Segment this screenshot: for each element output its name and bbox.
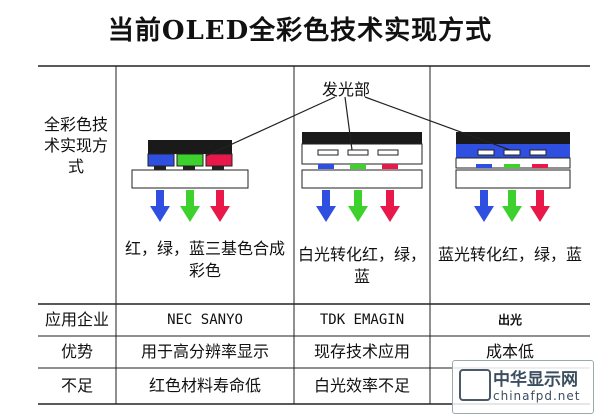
method-2-drawback: 白光效率不足	[313, 376, 410, 396]
arrow-blue-ccm-blue	[474, 190, 494, 222]
watermark-brand: 中华显示网	[493, 370, 578, 390]
method-3-advantage: 成本低	[485, 342, 534, 362]
watermark-url: chinafpd.net	[493, 389, 581, 403]
arrow-white-cf-red	[380, 190, 400, 222]
row-label-company: 应用企业	[44, 310, 109, 330]
method-2-description: 白光转化红，绿，蓝	[297, 245, 426, 286]
method-3-company: 出光	[497, 312, 522, 327]
watermark: 中华显示网 chinafpd.net	[452, 360, 594, 414]
method-1-advantage: 用于高分辨率显示	[140, 342, 269, 362]
arrow-blue-ccm-green	[502, 190, 522, 222]
emission-arrows	[150, 190, 550, 222]
arrow-rgb-red	[210, 190, 230, 222]
arrow-rgb-green	[180, 190, 200, 222]
arrow-white-cf-green	[348, 190, 368, 222]
method-1-drawback: 红色材料寿命低	[148, 376, 261, 396]
arrow-white-cf-blue	[316, 190, 336, 222]
method-1-description: 红，绿，蓝三基色合成彩色	[124, 239, 285, 280]
device-blue-ccm	[455, 132, 571, 189]
arrow-rgb-blue	[150, 190, 170, 222]
table-grid	[38, 65, 590, 405]
arrow-blue-ccm-red	[530, 190, 550, 222]
watermark-logo-icon	[459, 369, 491, 401]
page-title: 当前OLED全彩色技术实现方式	[107, 16, 493, 46]
method-3-description: 蓝光转化红，绿，蓝	[437, 245, 582, 264]
row-label-drawback: 不足	[60, 376, 93, 396]
method-2-advantage: 现存技术应用	[313, 342, 410, 362]
callout-label: 发光部	[322, 80, 371, 99]
method-1-company: NEC SANYO	[167, 311, 243, 328]
device-white-cf	[301, 132, 423, 189]
method-2-company: TDK EMAGIN	[319, 311, 405, 328]
callout-lines	[205, 96, 511, 157]
device-rgb	[131, 140, 249, 189]
row-label-advantage: 优势	[60, 342, 93, 362]
row-header-method: 全彩色技术实现方式	[44, 115, 109, 176]
